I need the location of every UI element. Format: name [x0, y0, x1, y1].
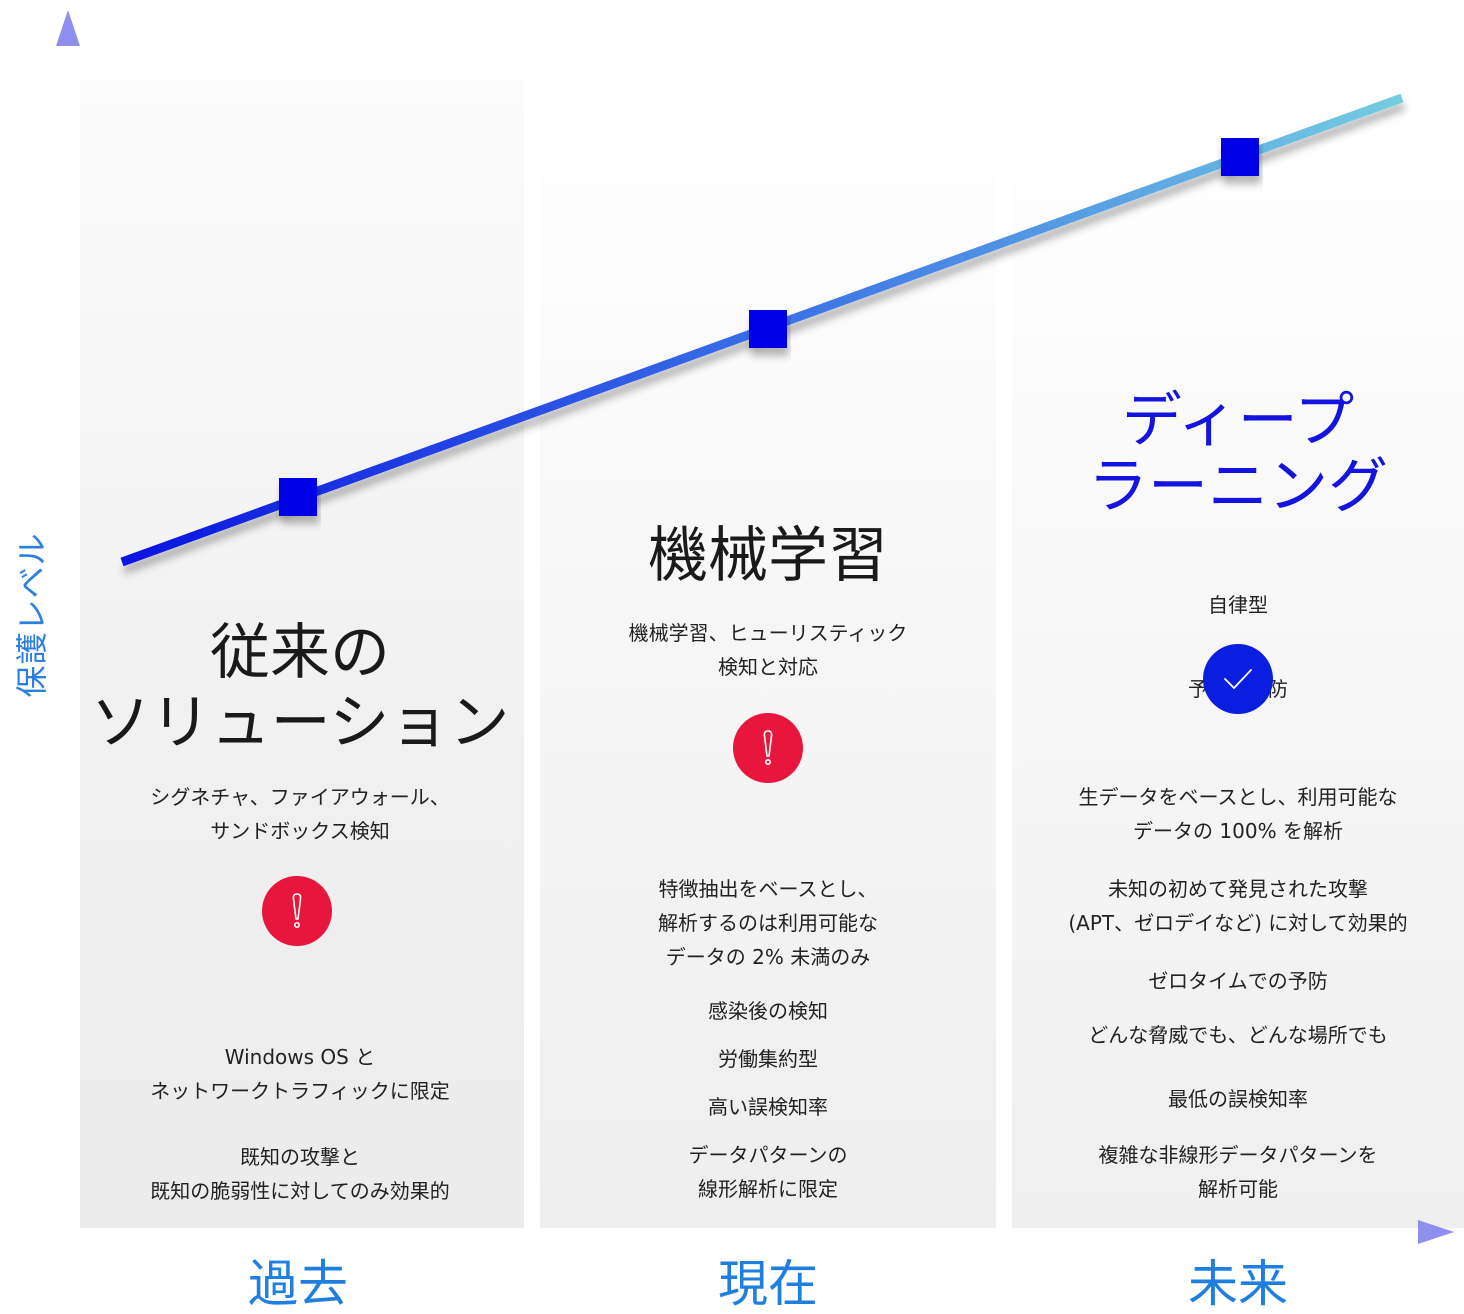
- column-title-future: ディープ ラーニング: [1020, 388, 1456, 520]
- checkmark-icon: [1224, 669, 1252, 689]
- column-title-future-line1: ディープ: [1121, 386, 1355, 456]
- column-background-past: [80, 80, 524, 1228]
- property-item-present-4: 高い誤検知率: [708, 1095, 828, 1119]
- milestone-marker-past: [279, 478, 317, 516]
- column-description-future-line1: 自律型: [1208, 593, 1268, 617]
- column-title-past-line1: 従来の: [210, 618, 390, 688]
- property-item-future-5: 最低の誤検知率: [1168, 1087, 1308, 1111]
- property-item-future-4: どんな脅威でも、どんな場所でも: [1088, 1023, 1388, 1047]
- column-title-future-line2: ラーニング: [1088, 452, 1388, 522]
- column-past: 従来の ソリューション シグネチャ、ファイアウォール、 サンドボックス検知 Wi…: [90, 600, 510, 1220]
- era-label-past: 過去: [248, 1255, 348, 1313]
- column-description-past: シグネチャ、ファイアウォール、 サンドボックス検知: [150, 785, 450, 843]
- y-axis-arrow: [56, 10, 80, 46]
- milestone-marker-future: [1221, 138, 1259, 176]
- property-item-future-2: 未知の初めて発見された攻撃 (APT、ゼロデイなど) に対して効果的: [1068, 877, 1408, 935]
- property-item-present-5: データパターンの 線形解析に限定: [688, 1143, 848, 1201]
- era-label-present: 現在: [718, 1255, 818, 1313]
- milestone-marker-present: [749, 310, 787, 348]
- column-description-present: 機械学習、ヒューリスティック 検知と対応: [628, 621, 908, 679]
- column-title-past: 従来の ソリューション: [90, 618, 510, 758]
- exclamation-icon: [292, 893, 302, 928]
- column-title-past-line2: ソリューション: [90, 688, 510, 758]
- warning-badge-present: [733, 713, 803, 783]
- x-axis-arrow: [1418, 1220, 1454, 1244]
- property-item-present-3: 労働集約型: [718, 1047, 818, 1071]
- column-title-present: 機械学習: [648, 521, 888, 591]
- exclamation-icon: [763, 730, 773, 765]
- property-item-present-1: 特徴抽出をベースとし、 解析するのは利用可能な データの 2% 未満のみ: [658, 877, 878, 969]
- property-item-present-2: 感染後の検知: [708, 999, 828, 1023]
- property-item-future-1: 生データをベースとし、利用可能な データの 100% を解析: [1078, 785, 1398, 843]
- property-item-future-6: 複雑な非線形データパターンを 解析可能: [1098, 1143, 1378, 1201]
- property-item-future-3: ゼロタイムでの予防: [1148, 969, 1328, 993]
- column-future: ディープ ラーニング 自律型 予測と予防 生データをベースとし、利用可能な デー…: [1020, 380, 1456, 1220]
- property-item-past-2: 既知の攻撃と 既知の脆弱性に対してのみ効果的: [150, 1145, 450, 1203]
- era-label-future: 未来: [1188, 1255, 1288, 1313]
- warning-badge-past: [262, 876, 332, 946]
- y-axis-label: 保護レベル: [13, 532, 51, 698]
- property-item-past-1: Windows OS と ネットワークトラフィックに限定: [150, 1045, 450, 1103]
- success-badge-future: [1203, 644, 1273, 714]
- column-present: 機械学習 機械学習、ヒューリスティック 検知と対応 特徴抽出をベースとし、 解析…: [548, 510, 988, 1220]
